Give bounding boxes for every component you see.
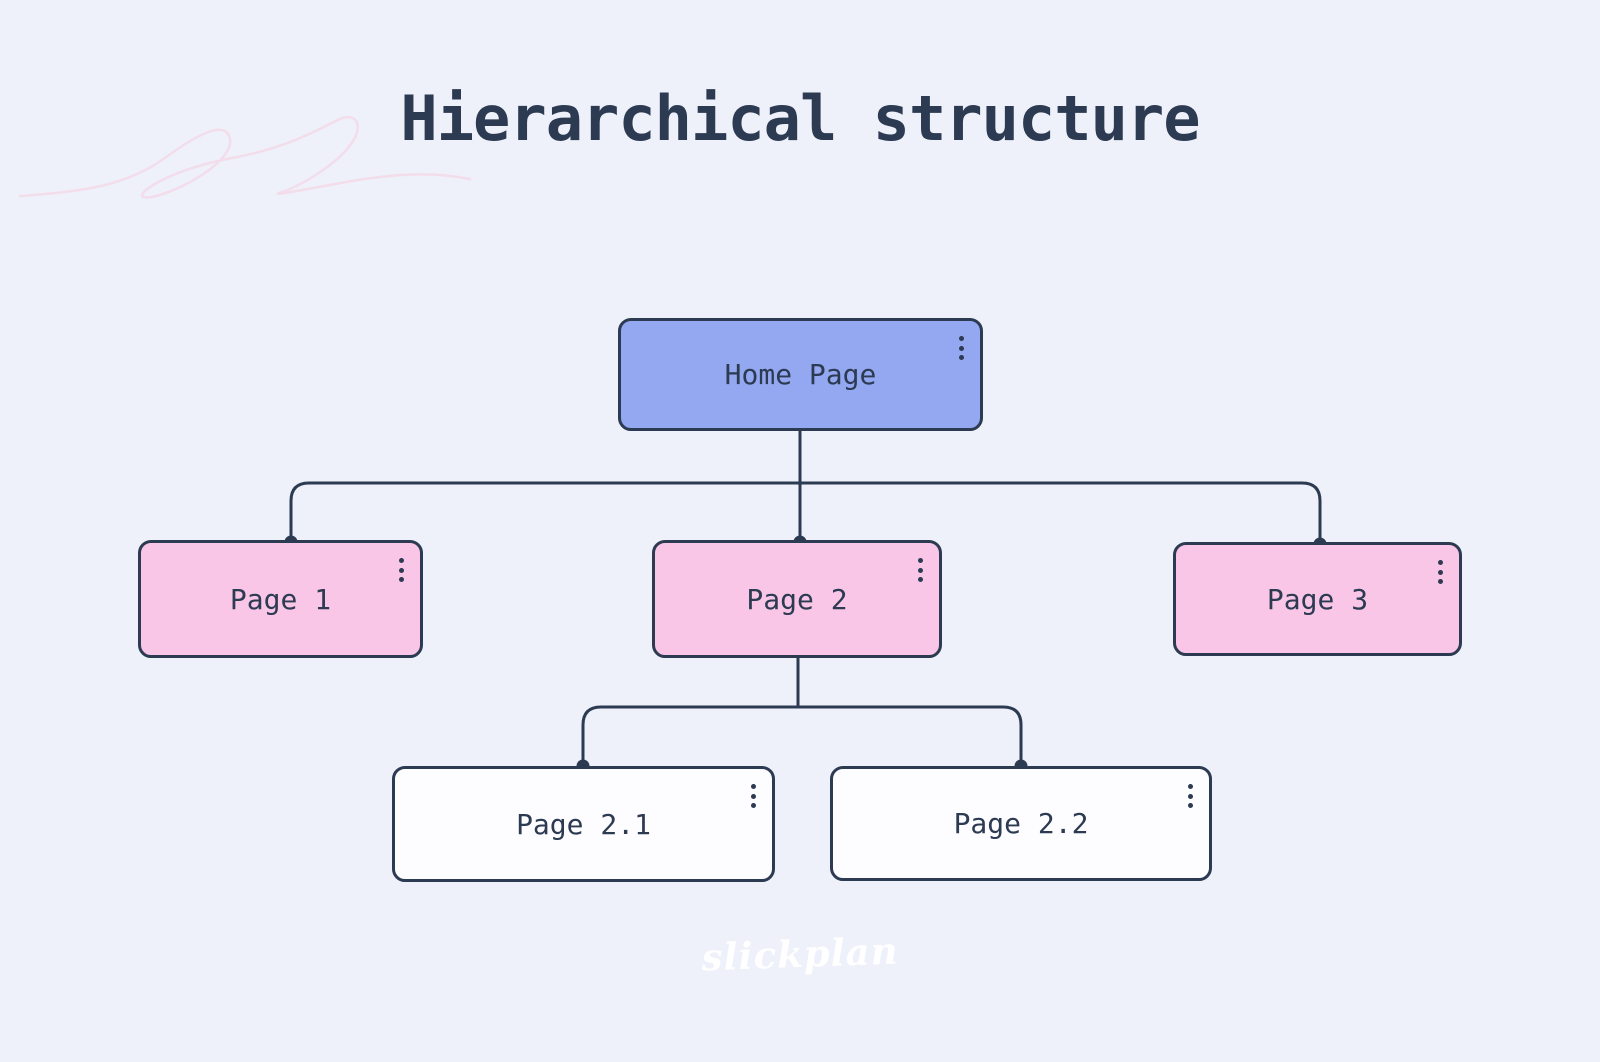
connector-page2-children-rail (581, 705, 1023, 768)
node-home-page[interactable]: Home Page (618, 318, 983, 431)
kebab-menu-icon[interactable] (957, 334, 966, 362)
kebab-menu-icon[interactable] (916, 556, 925, 584)
kebab-menu-icon[interactable] (1436, 558, 1445, 586)
node-page-1[interactable]: Page 1 (138, 540, 423, 658)
kebab-menu-icon[interactable] (397, 556, 406, 584)
node-label: Page 2.1 (516, 807, 651, 841)
node-label: Home Page (724, 358, 877, 391)
node-label: Page 2.2 (953, 807, 1089, 840)
slickplan-watermark: slickplan (700, 928, 900, 980)
kebab-menu-icon[interactable] (1186, 782, 1195, 810)
page-title: Hierarchical structure (400, 82, 1200, 155)
node-label: Page 2 (746, 582, 848, 616)
kebab-menu-icon[interactable] (749, 782, 758, 810)
node-page-2-2[interactable]: Page 2.2 (830, 766, 1212, 881)
connector-home-children-rail (289, 481, 1322, 545)
node-page-2[interactable]: Page 2 (652, 540, 942, 658)
node-label: Page 1 (229, 582, 332, 616)
node-label: Page 3 (1266, 582, 1369, 616)
node-page-2-1[interactable]: Page 2.1 (392, 766, 775, 882)
node-page-3[interactable]: Page 3 (1173, 542, 1462, 656)
